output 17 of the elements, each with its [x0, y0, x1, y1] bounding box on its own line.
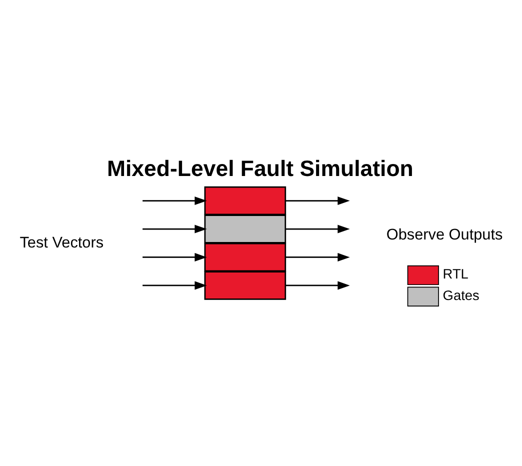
legend-label: RTL [442, 266, 468, 281]
arrow [285, 196, 350, 205]
arrow [142, 196, 207, 205]
arrow [285, 252, 350, 261]
arrow [142, 252, 207, 261]
legend-label: Gates [442, 287, 480, 302]
node-box [204, 214, 286, 243]
arrow [142, 280, 207, 290]
arrow [142, 224, 207, 233]
arrow [285, 280, 350, 290]
node-box [204, 186, 286, 215]
diagram-title: Mixed-Level Fault Simulation [106, 155, 414, 180]
label: Test Vectors [20, 234, 104, 251]
label: Observe Outputs [386, 226, 503, 244]
arrow [285, 224, 350, 233]
node-box [204, 270, 286, 300]
node-box [204, 242, 286, 272]
